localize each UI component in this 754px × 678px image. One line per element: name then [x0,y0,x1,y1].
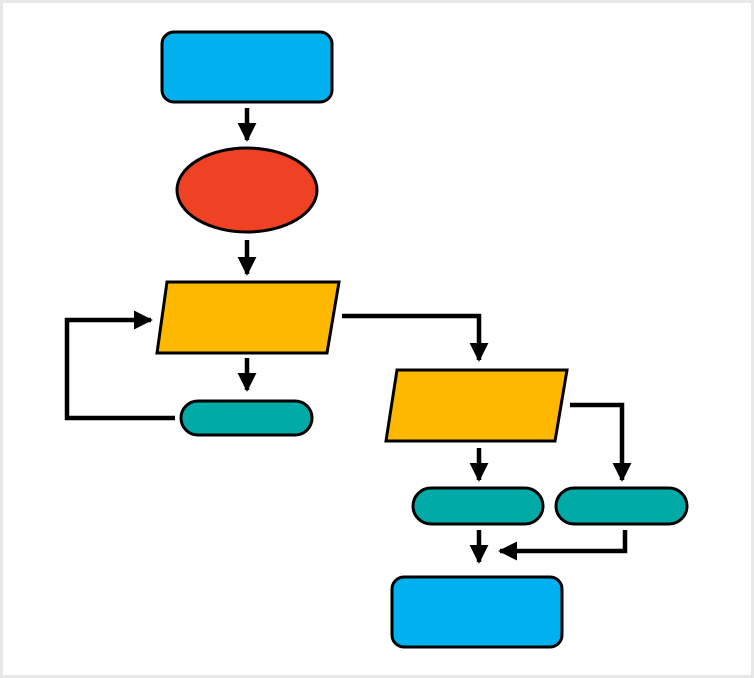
edge-pill-bottom-right-to-end [498,530,628,561]
node-end [390,575,564,649]
edge-parallelogram-right-to-pill-bottom-right [570,402,632,482]
edge-pill-left-to-parallelogram-left [64,310,175,421]
node-pill-left [179,399,314,437]
node-start [160,30,334,104]
diagram-frame [3,3,751,675]
node-pill-bottom-right [554,486,689,526]
node-parallelogram-left [155,280,341,355]
node-pill-bottom-left [411,486,545,526]
node-parallelogram-right [384,368,569,443]
node-ellipse [175,146,319,234]
edge-parallelogram-left-to-parallelogram-right [342,313,489,362]
